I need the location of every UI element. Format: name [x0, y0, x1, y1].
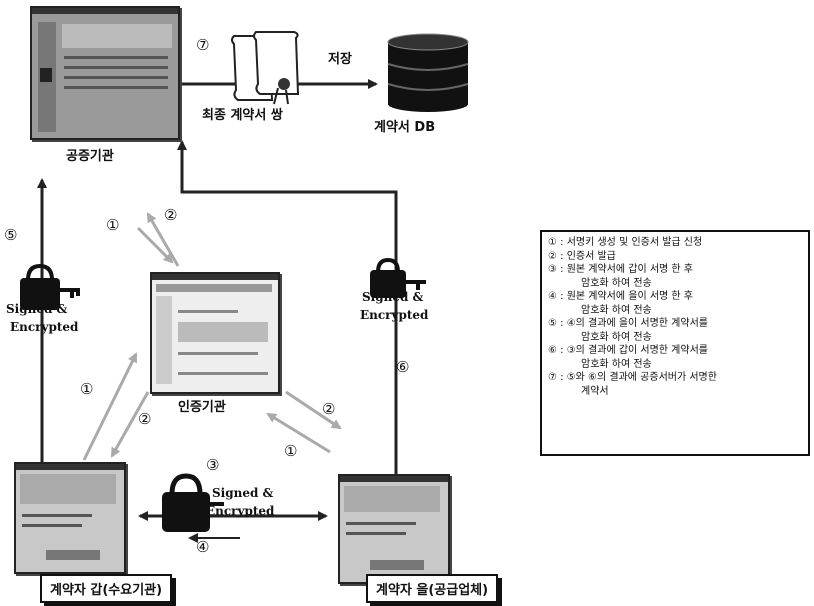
legend-item-text: 원본 계약서에 갑이 서명 한 후 [567, 264, 693, 275]
step6-mark: ⑥ [396, 358, 409, 376]
signed-encrypted-right-1: Signed & [362, 290, 423, 304]
screen-line [64, 66, 168, 69]
legend-item-continuation: 암호화 하여 전송 [548, 277, 802, 291]
store-label: 저장 [328, 48, 352, 67]
legend-item-text: 인증서 발급 [567, 251, 616, 262]
contract-scroll-icon [228, 30, 310, 106]
screen-line [22, 524, 82, 527]
cert-authority-label: 인증기관 [178, 396, 226, 415]
screen-toolbar [156, 284, 272, 292]
screen-buttons [46, 550, 100, 560]
legend-item: ⑥ : ③의 결과에 갑이 서명한 계약서를 [548, 344, 802, 358]
step2-mark-right: ② [322, 400, 335, 418]
legend-item: ① : 서명키 생성 및 인증서 발급 신청 [548, 236, 802, 250]
screen-panel [20, 474, 116, 504]
screen-line [64, 56, 168, 59]
step4-mark: ④ [196, 538, 209, 556]
screen-panel [178, 322, 268, 342]
legend-item-mark: ⑥ [548, 345, 557, 356]
screen-line [178, 372, 268, 375]
legend-item-separator: : [557, 237, 567, 248]
legend-item-mark: ③ [548, 264, 557, 275]
window-titlebar [152, 274, 278, 280]
signed-encrypted-left-2: Encrypted [10, 320, 78, 334]
party-b-screen [338, 474, 450, 584]
legend-item-text: ③의 결과에 갑이 서명한 계약서를 [567, 345, 708, 356]
public-org-label: 공증기관 [66, 145, 114, 164]
signed-encrypted-bottom-1: Signed & [212, 486, 273, 500]
screen-line [64, 76, 168, 79]
legend-item: ② : 인증서 발급 [548, 250, 802, 264]
legend-item-separator: : [557, 345, 567, 356]
database-icon [384, 30, 472, 114]
x-mark-icon [40, 68, 52, 82]
legend-item-text: 서명키 생성 및 인증서 발급 신청 [567, 237, 703, 248]
legend-item-text: ⑤와 ⑥의 결과에 공증서버가 서명한 [567, 372, 717, 383]
legend-item-separator: : [557, 251, 567, 262]
legend-item: ④ : 원본 계약서에 을이 서명 한 후 [548, 290, 802, 304]
legend-item-mark: ⑦ [548, 372, 557, 383]
screen-line [178, 310, 238, 313]
legend-item-continuation: 암호화 하여 전송 [548, 304, 802, 318]
step1-mark-left: ① [80, 380, 93, 398]
legend-item-continuation: 암호화 하여 전송 [548, 358, 802, 372]
screen-line [22, 514, 92, 517]
legend-item: ⑤ : ④의 결과에 을이 서명한 계약서를 [548, 317, 802, 331]
step1-mark-right: ① [284, 442, 297, 460]
signed-encrypted-bottom-2: Encrypted [206, 504, 274, 518]
party-a-screen [14, 462, 126, 574]
legend-item-continuation: 암호화 하여 전송 [548, 331, 802, 345]
screen-line [64, 86, 168, 89]
screen-panel [344, 486, 440, 512]
step7-mark: ⑦ [196, 36, 209, 54]
step1-mark-top: ① [106, 216, 119, 234]
legend-item-separator: : [557, 318, 567, 329]
contract-db-label: 계약서 DB [374, 116, 435, 135]
legend-item-text: 원본 계약서에 을이 서명 한 후 [567, 291, 693, 302]
partyA-to-ca-arrow [84, 354, 136, 460]
lock-key-icon [156, 470, 226, 536]
step2-mark-top: ② [164, 206, 177, 224]
public-org-screen [30, 6, 180, 140]
step5-mark: ⑤ [4, 226, 17, 244]
screen-sidebar [156, 296, 172, 384]
legend-item: ⑦ : ⑤와 ⑥의 결과에 공증서버가 서명한 [548, 371, 802, 385]
legend-item-mark: ⑤ [548, 318, 557, 329]
signed-encrypted-right-2: Encrypted [360, 308, 428, 322]
legend-item-separator: : [557, 372, 567, 383]
screen-line [346, 522, 416, 525]
screen-line [346, 532, 406, 535]
legend-item: ③ : 원본 계약서에 갑이 서명 한 후 [548, 263, 802, 277]
legend-item-mark: ② [548, 251, 557, 262]
legend-item-separator: : [557, 291, 567, 302]
legend-item-mark: ④ [548, 291, 557, 302]
screen-header [62, 24, 172, 48]
window-titlebar [32, 8, 178, 14]
legend-item-continuation: 계약서 [548, 385, 802, 399]
window-titlebar [340, 476, 448, 482]
step2-mark-left: ② [138, 410, 151, 428]
cert-authority-screen [150, 272, 280, 394]
party-a-label: 계약자 갑(수요기관) [40, 574, 172, 603]
screen-line [178, 352, 258, 355]
signed-encrypted-left-1: Signed & [6, 302, 67, 316]
party-b-label: 계약자 을(공급업체) [366, 574, 498, 603]
window-titlebar [16, 464, 124, 470]
legend-item-separator: : [557, 264, 567, 275]
legend-item-text: ④의 결과에 을이 서명한 계약서를 [567, 318, 708, 329]
legend-item-mark: ① [548, 237, 557, 248]
final-contract-pair-label: 최종 계약서 쌍 [202, 104, 283, 123]
partyB-to-ca-arrow [268, 414, 330, 452]
screen-buttons [370, 560, 424, 570]
